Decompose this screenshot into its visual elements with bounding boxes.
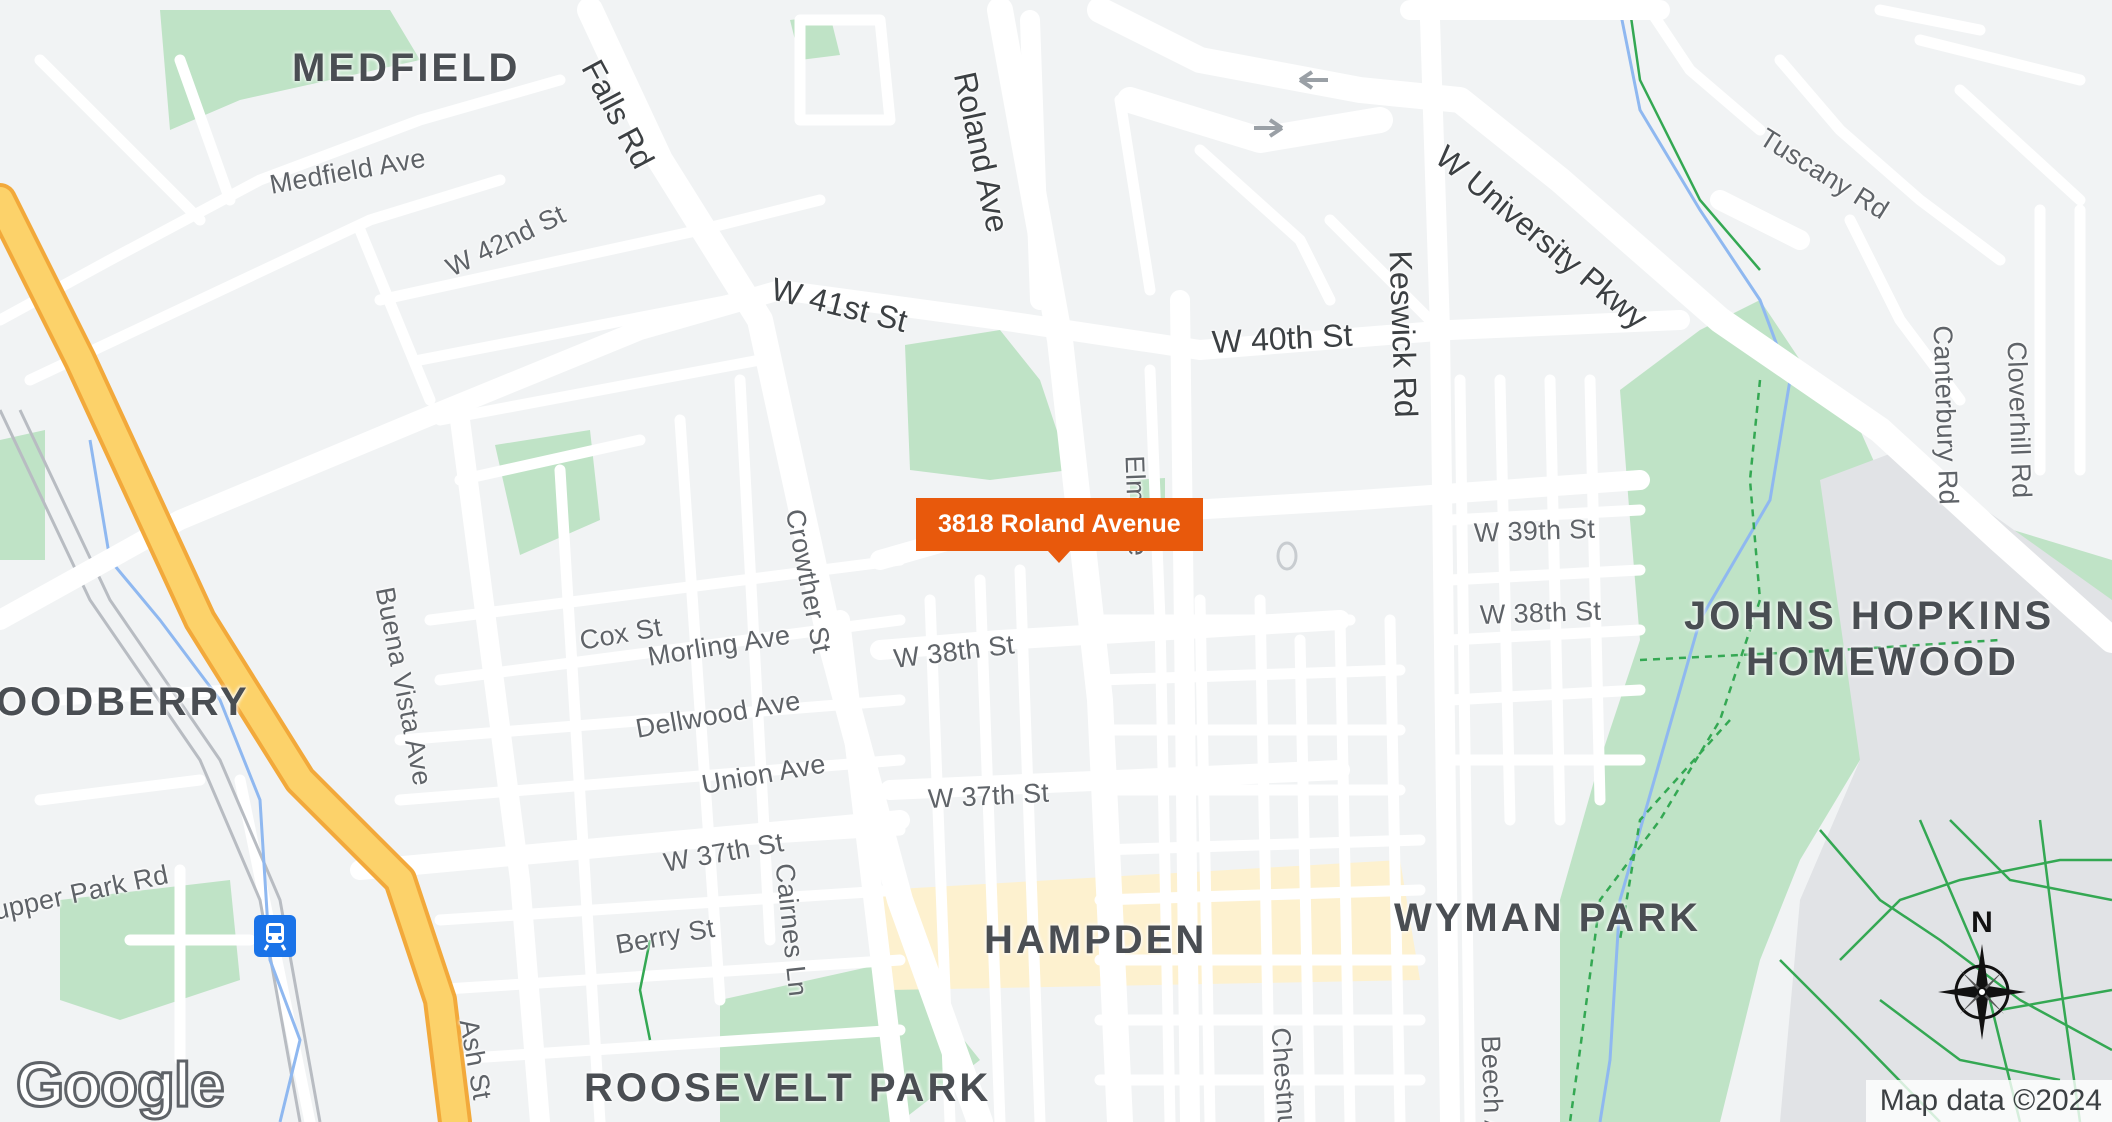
park-medfield (160, 10, 420, 130)
label-hampden: HAMPDEN (984, 918, 1208, 962)
label-w-38th-st-east: W 38th St (1479, 595, 1602, 630)
google-logo[interactable]: Google (15, 1050, 227, 1122)
compass-north-label: N (1971, 906, 1993, 939)
rail-station-icon[interactable] (254, 915, 296, 957)
rail-station-glyph (263, 923, 287, 951)
label-johns-hopkins-2: HOMEWOOD (1746, 640, 2019, 684)
label-woodberry: OODBERRY (0, 680, 250, 724)
label-johns-hopkins-1: JOHNS HOPKINS (1684, 594, 2055, 638)
label-keswick-rd: Keswick Rd (1382, 249, 1425, 419)
label-wyman-park: WYMAN PARK (1394, 896, 1702, 940)
label-medfield: MEDFIELD (292, 46, 521, 90)
park-wyman (1560, 300, 1900, 1122)
compass-rose-icon[interactable]: N (1932, 906, 2032, 1042)
label-roosevelt-park: ROOSEVELT PARK (584, 1066, 992, 1110)
highway-jfx (0, 187, 468, 1122)
label-cloverhill-rd: Cloverhill Rd (2001, 340, 2037, 499)
label-beech-ave: Beech Ave (1475, 1034, 1511, 1122)
label-w-39th-st: W 39th St (1473, 513, 1596, 548)
label-canterbury-rd: Canterbury Rd (1927, 324, 1964, 506)
location-marker[interactable]: 3818 Roland Avenue (916, 498, 1203, 563)
label-w-40th-st: W 40th St (1211, 316, 1354, 360)
map-attribution[interactable]: Map data ©2024 (1865, 1080, 2112, 1122)
park-rolandpark (905, 330, 1070, 480)
compass-rose-glyph (1938, 944, 2026, 1040)
label-w-37th-st-east: W 37th St (927, 777, 1050, 814)
